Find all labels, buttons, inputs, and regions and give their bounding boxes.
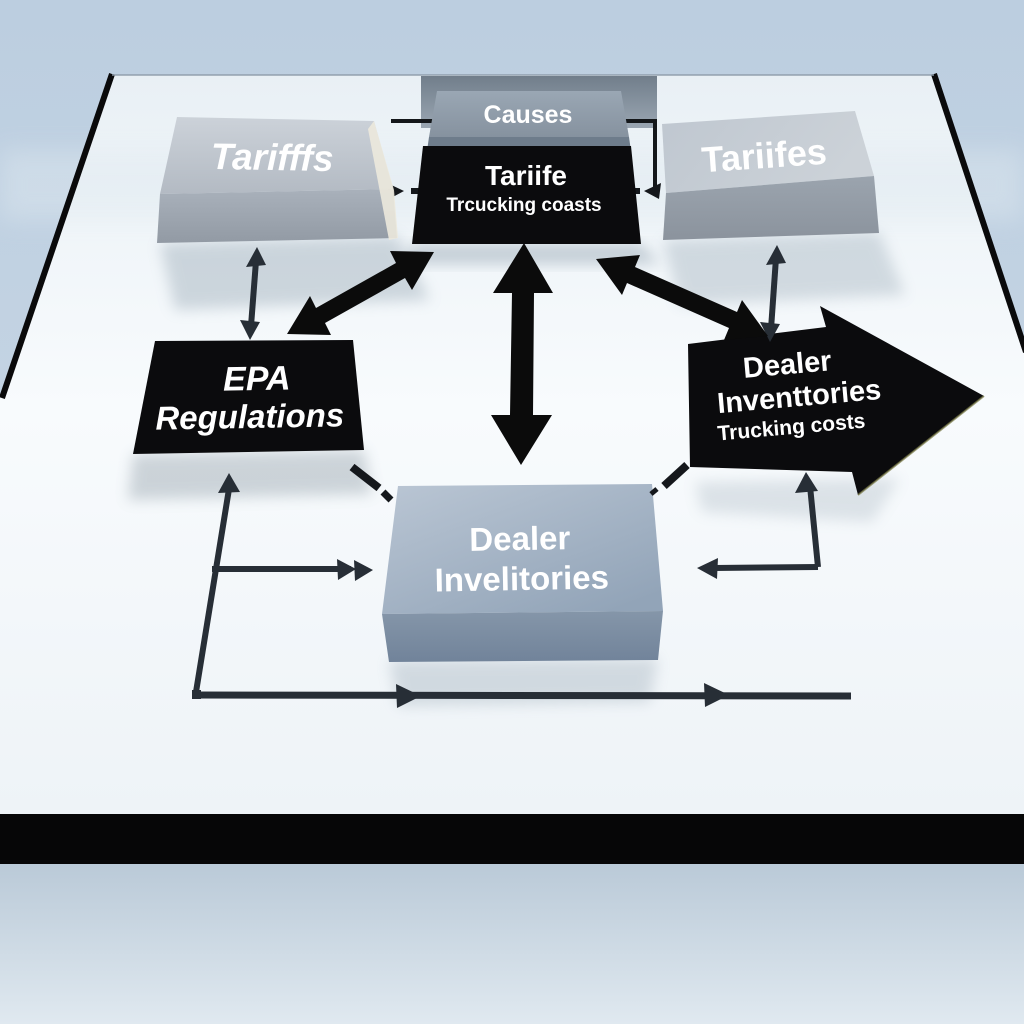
shadow-arrow-box (695, 478, 900, 522)
tariffs-right-top-face (662, 111, 874, 193)
thick-diagonal-arrow-right (596, 255, 768, 340)
node-tariffs-right: Tariifes (662, 111, 879, 240)
node-dealer-arrow: Dealer Inventtories Trucking costs (688, 306, 985, 496)
shadow-epa-box (128, 450, 372, 500)
platform-front-edge (0, 812, 1024, 864)
center-box-title: Tariife (485, 160, 567, 191)
node-tariffs-left: Tarifffs (157, 117, 398, 243)
thin-double-arrow-left (240, 247, 266, 340)
thick-vertical-double-arrow (491, 243, 553, 465)
dealer-arrow-shape (688, 306, 984, 495)
dealer-bottom-top-face (382, 484, 663, 614)
tariffs-left-label: Tarifffs (211, 136, 334, 179)
node-tariffs-center: Tariife Trcucking coasts (412, 146, 641, 244)
node-epa: EPA Regulations (133, 340, 364, 454)
epa-box-face (133, 340, 364, 454)
dashed-segments (349, 462, 690, 503)
dealer-bottom-line1: Dealer (469, 519, 571, 558)
dealer-bottom-front-face (382, 611, 663, 662)
thick-diagonal-arrow-left (287, 251, 434, 335)
epa-label-line1: EPA (223, 359, 291, 398)
tariffs-left-top-face (160, 117, 393, 194)
tariffs-left-side-face (368, 121, 398, 240)
node-dealer-bottom: Dealer Invelitories (382, 484, 663, 662)
platform-right-edge (931, 73, 1024, 353)
left-elbow-connector (192, 473, 852, 708)
shadow-right-box (663, 232, 905, 305)
right-elbow-connector (697, 472, 821, 579)
floor (0, 860, 1024, 1024)
dealer-arrow-line1: Dealer (742, 345, 833, 385)
platform-left-edge (0, 73, 115, 399)
dealer-arrow-bevel (857, 395, 985, 496)
epa-label-line2: Regulations (155, 396, 344, 436)
causes-bar-top-face (429, 91, 629, 137)
center-box-subtitle: Trcucking coasts (446, 195, 601, 216)
dashed-arrowhead-right (644, 183, 661, 199)
tariffs-right-label: Tariifes (700, 131, 828, 181)
dealer-bottom-line2: Invelitories (434, 558, 609, 598)
causes-label: Causes (484, 101, 573, 129)
center-black-box-face (412, 146, 641, 244)
tariffs-right-front-face (663, 176, 879, 240)
thin-double-arrow-right (760, 245, 786, 342)
tariffs-left-front-face (157, 189, 397, 243)
